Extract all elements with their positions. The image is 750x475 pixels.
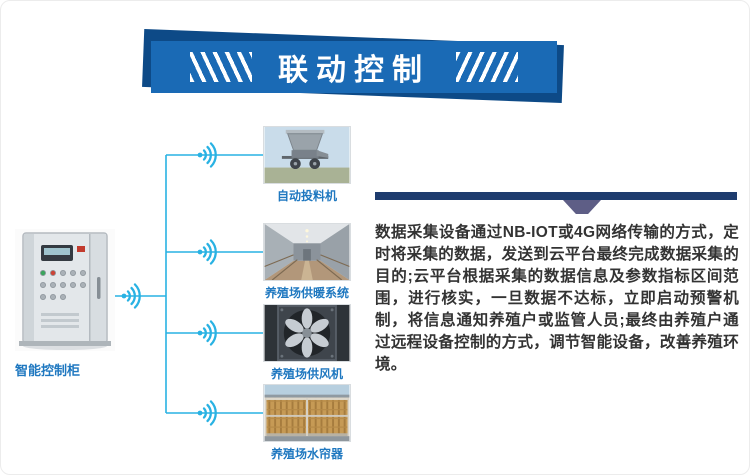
wifi-signal-icon [195, 239, 221, 265]
device-water-curtain: 养殖场水帘器 [263, 384, 351, 462]
device-label: 养殖场供暖系统 [264, 286, 349, 300]
device-label: 自动投料机 [276, 189, 337, 203]
device-label: 养殖场水帘器 [270, 447, 343, 461]
wifi-signal-icon [195, 400, 221, 426]
device-label: 养殖场供风机 [270, 367, 343, 381]
water-curtain-image [263, 384, 351, 442]
fan-image [263, 304, 351, 362]
device-fan: 养殖场供风机 [263, 304, 351, 382]
page-title: 联动控制 [278, 54, 430, 87]
hatch-left-icon [190, 52, 252, 82]
description-text: 数据采集设备通过NB-IOT或4G网络传输的方式，定时将采集的数据，发送到云平台… [375, 224, 739, 373]
banner: 联动控制 [151, 41, 557, 93]
device-feeder: 自动投料机 [263, 126, 351, 204]
feeder-image [263, 126, 351, 184]
section-arrow-icon [563, 200, 601, 214]
wifi-signal-icon [195, 320, 221, 346]
connection-lines [113, 154, 263, 414]
control-cabinet-label: 智能控制柜 [15, 363, 81, 378]
control-cabinet-image [15, 229, 115, 351]
heating-system-image [263, 223, 351, 281]
wifi-signal-icon [119, 283, 145, 309]
control-cabinet: 智能控制柜 [15, 229, 115, 379]
device-heating: 养殖场供暖系统 [263, 223, 351, 301]
section-divider-bar [375, 192, 737, 200]
wifi-signal-icon [195, 142, 221, 168]
hatch-right-icon [456, 52, 518, 82]
